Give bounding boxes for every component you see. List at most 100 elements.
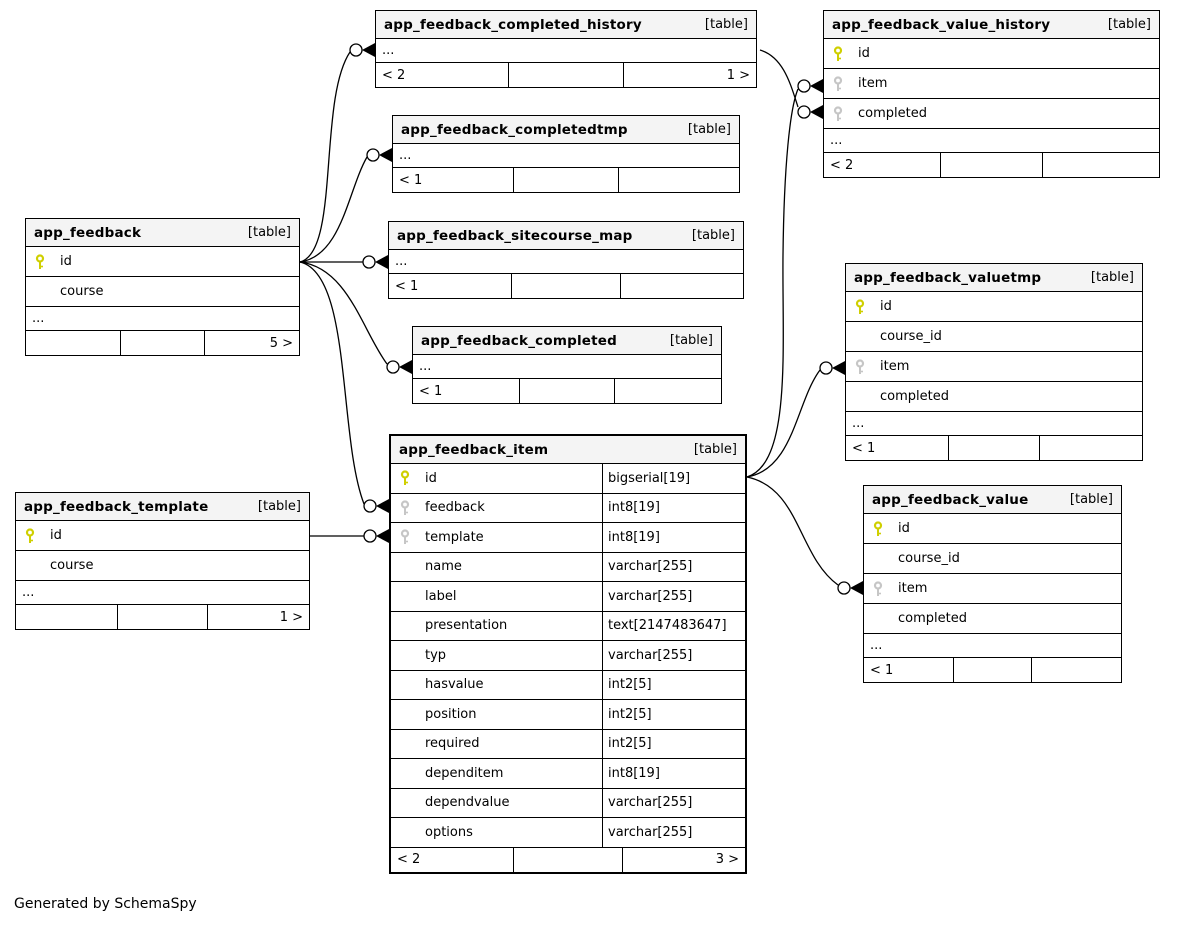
- table-footer: < 1: [413, 379, 721, 403]
- edge-app_feedback_completed_history-to-app_feedback_value_history-completed: [759, 49, 823, 119]
- foreign-key-icon: [391, 500, 425, 516]
- table-title: app_feedback_completed_history: [384, 16, 642, 33]
- collapsed-columns-ellipsis: ...: [864, 634, 1121, 658]
- column-type: int8[19]: [602, 523, 745, 552]
- edge-app_feedback-to-app_feedback_item-feedback: [299, 261, 389, 513]
- column-row-presentation: presentation text[2147483647]: [391, 611, 745, 641]
- footer-spacer-cell: [520, 379, 615, 403]
- column-name: completed: [880, 389, 949, 404]
- table-app_feedback_sitecourse_map[interactable]: app_feedback_sitecourse_map[table]...< 1: [388, 221, 744, 299]
- table-title: app_feedback_value_history: [832, 16, 1051, 33]
- footer-parents-count: < 1: [413, 379, 521, 403]
- collapsed-columns-ellipsis: ...: [389, 250, 743, 274]
- footer-children-count: [1043, 153, 1159, 177]
- table-type-badge: [table]: [247, 225, 291, 240]
- table-footer: < 1: [846, 436, 1142, 460]
- column-row-id: id: [824, 39, 1159, 69]
- column-row-course_id: course_id: [846, 322, 1142, 352]
- column-name: hasvalue: [425, 677, 484, 693]
- footer-parents-count: < 1: [389, 274, 513, 298]
- column-name: course_id: [898, 551, 960, 566]
- column-row-completed: completed: [846, 382, 1142, 412]
- foreign-key-icon: [846, 358, 880, 375]
- column-name: options: [425, 824, 473, 840]
- column-row-id: id: [846, 292, 1142, 322]
- table-type-badge: [table]: [1069, 492, 1113, 507]
- table-footer: < 2: [824, 153, 1159, 177]
- column-name: completed: [898, 611, 967, 626]
- foreign-key-icon: [824, 105, 858, 122]
- table-footer: < 1: [864, 658, 1121, 682]
- edge-app_feedback-to-app_feedback_completedtmp: [299, 148, 392, 263]
- table-header: app_feedback_value_history[table]: [824, 11, 1159, 39]
- column-row-course_id: course_id: [864, 544, 1121, 574]
- column-name: dependvalue: [425, 795, 510, 811]
- column-type: text[2147483647]: [602, 611, 745, 640]
- column-name: id: [60, 254, 72, 269]
- column-name: required: [425, 736, 480, 752]
- footer-parents-count: [16, 605, 119, 629]
- table-title: app_feedback_item: [399, 441, 549, 458]
- foreign-key-icon: [864, 580, 898, 597]
- column-row-id: id: [26, 247, 299, 277]
- column-name: presentation: [425, 618, 508, 634]
- footer-children-count: 3 >: [715, 852, 739, 867]
- table-app_feedback_completed_history[interactable]: app_feedback_completed_history[table]...…: [375, 10, 757, 88]
- table-footer: 5 >: [26, 331, 299, 355]
- edge-app_feedback_item-to-app_feedback_value-item: [746, 476, 863, 595]
- table-title: app_feedback: [34, 224, 142, 241]
- column-name: feedback: [425, 500, 485, 516]
- table-title: app_feedback_template: [24, 498, 209, 515]
- column-name: id: [425, 470, 437, 486]
- footer-parents-count: < 1: [864, 658, 954, 682]
- column-row-required: required int2[5]: [391, 729, 745, 759]
- table-header: app_feedback_template[table]: [16, 493, 309, 521]
- table-type-badge: [table]: [693, 442, 737, 457]
- column-name: item: [898, 581, 928, 596]
- column-type: int8[19]: [602, 493, 745, 522]
- edge-app_feedback_item-to-app_feedback_value_history-item: [746, 79, 823, 478]
- footer-parents-count: < 1: [846, 436, 950, 460]
- footer-spacer-cell: [954, 658, 1033, 682]
- column-type: varchar[255]: [602, 552, 745, 581]
- foreign-key-icon: [391, 529, 425, 545]
- column-row-item: item: [846, 352, 1142, 382]
- footer-note: Generated by SchemaSpy: [14, 896, 197, 912]
- table-app_feedback_completedtmp[interactable]: app_feedback_completedtmp[table]...< 1: [392, 115, 740, 193]
- collapsed-columns-ellipsis: ...: [413, 355, 721, 379]
- table-header: app_feedback_completedtmp[table]: [393, 116, 739, 144]
- footer-parents-count: < 2: [824, 153, 941, 177]
- footer-children-count: [1040, 436, 1142, 460]
- column-name: dependitem: [425, 765, 504, 781]
- table-footer: < 1: [393, 168, 739, 192]
- column-name: course: [60, 284, 104, 299]
- footer-spacer-cell: [121, 331, 205, 355]
- column-type: int2[5]: [602, 700, 745, 729]
- column-type: int2[5]: [602, 729, 745, 758]
- column-name: id: [50, 528, 62, 543]
- footer-spacer-cell: [949, 436, 1040, 460]
- column-name: typ: [425, 647, 447, 663]
- footer-spacer-cell: [514, 847, 623, 872]
- column-row-completed: completed: [824, 99, 1159, 129]
- table-app_feedback_completed[interactable]: app_feedback_completed[table]...< 1: [412, 326, 722, 404]
- footer-parents-count: [26, 331, 122, 355]
- column-row-item: item: [824, 69, 1159, 99]
- table-type-badge: [table]: [669, 333, 713, 348]
